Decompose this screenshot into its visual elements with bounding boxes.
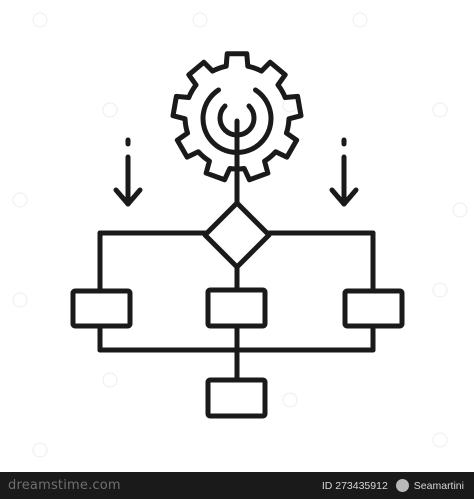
process-box-left	[70, 288, 133, 329]
gear-icon	[170, 51, 304, 183]
avatar	[395, 479, 409, 492]
arrow-down-left-icon	[113, 137, 143, 207]
author-credit[interactable]: Seamartini	[395, 479, 464, 492]
gear-outline	[170, 51, 304, 183]
image-id: ID 273435912	[321, 479, 388, 492]
site-logo[interactable]: dreamstime.com	[8, 478, 121, 493]
process-box-right	[342, 288, 405, 329]
author-name: Seamartini	[413, 479, 464, 492]
process-box-center	[205, 287, 268, 329]
process-box-bottom	[205, 377, 268, 419]
footer-bar: dreamstime.com ID 273435912 Seamartini	[0, 472, 474, 499]
arrow-down-right-icon	[329, 137, 359, 207]
footer-meta: ID 273435912 Seamartini	[322, 479, 464, 492]
decision-diamond	[202, 200, 272, 270]
